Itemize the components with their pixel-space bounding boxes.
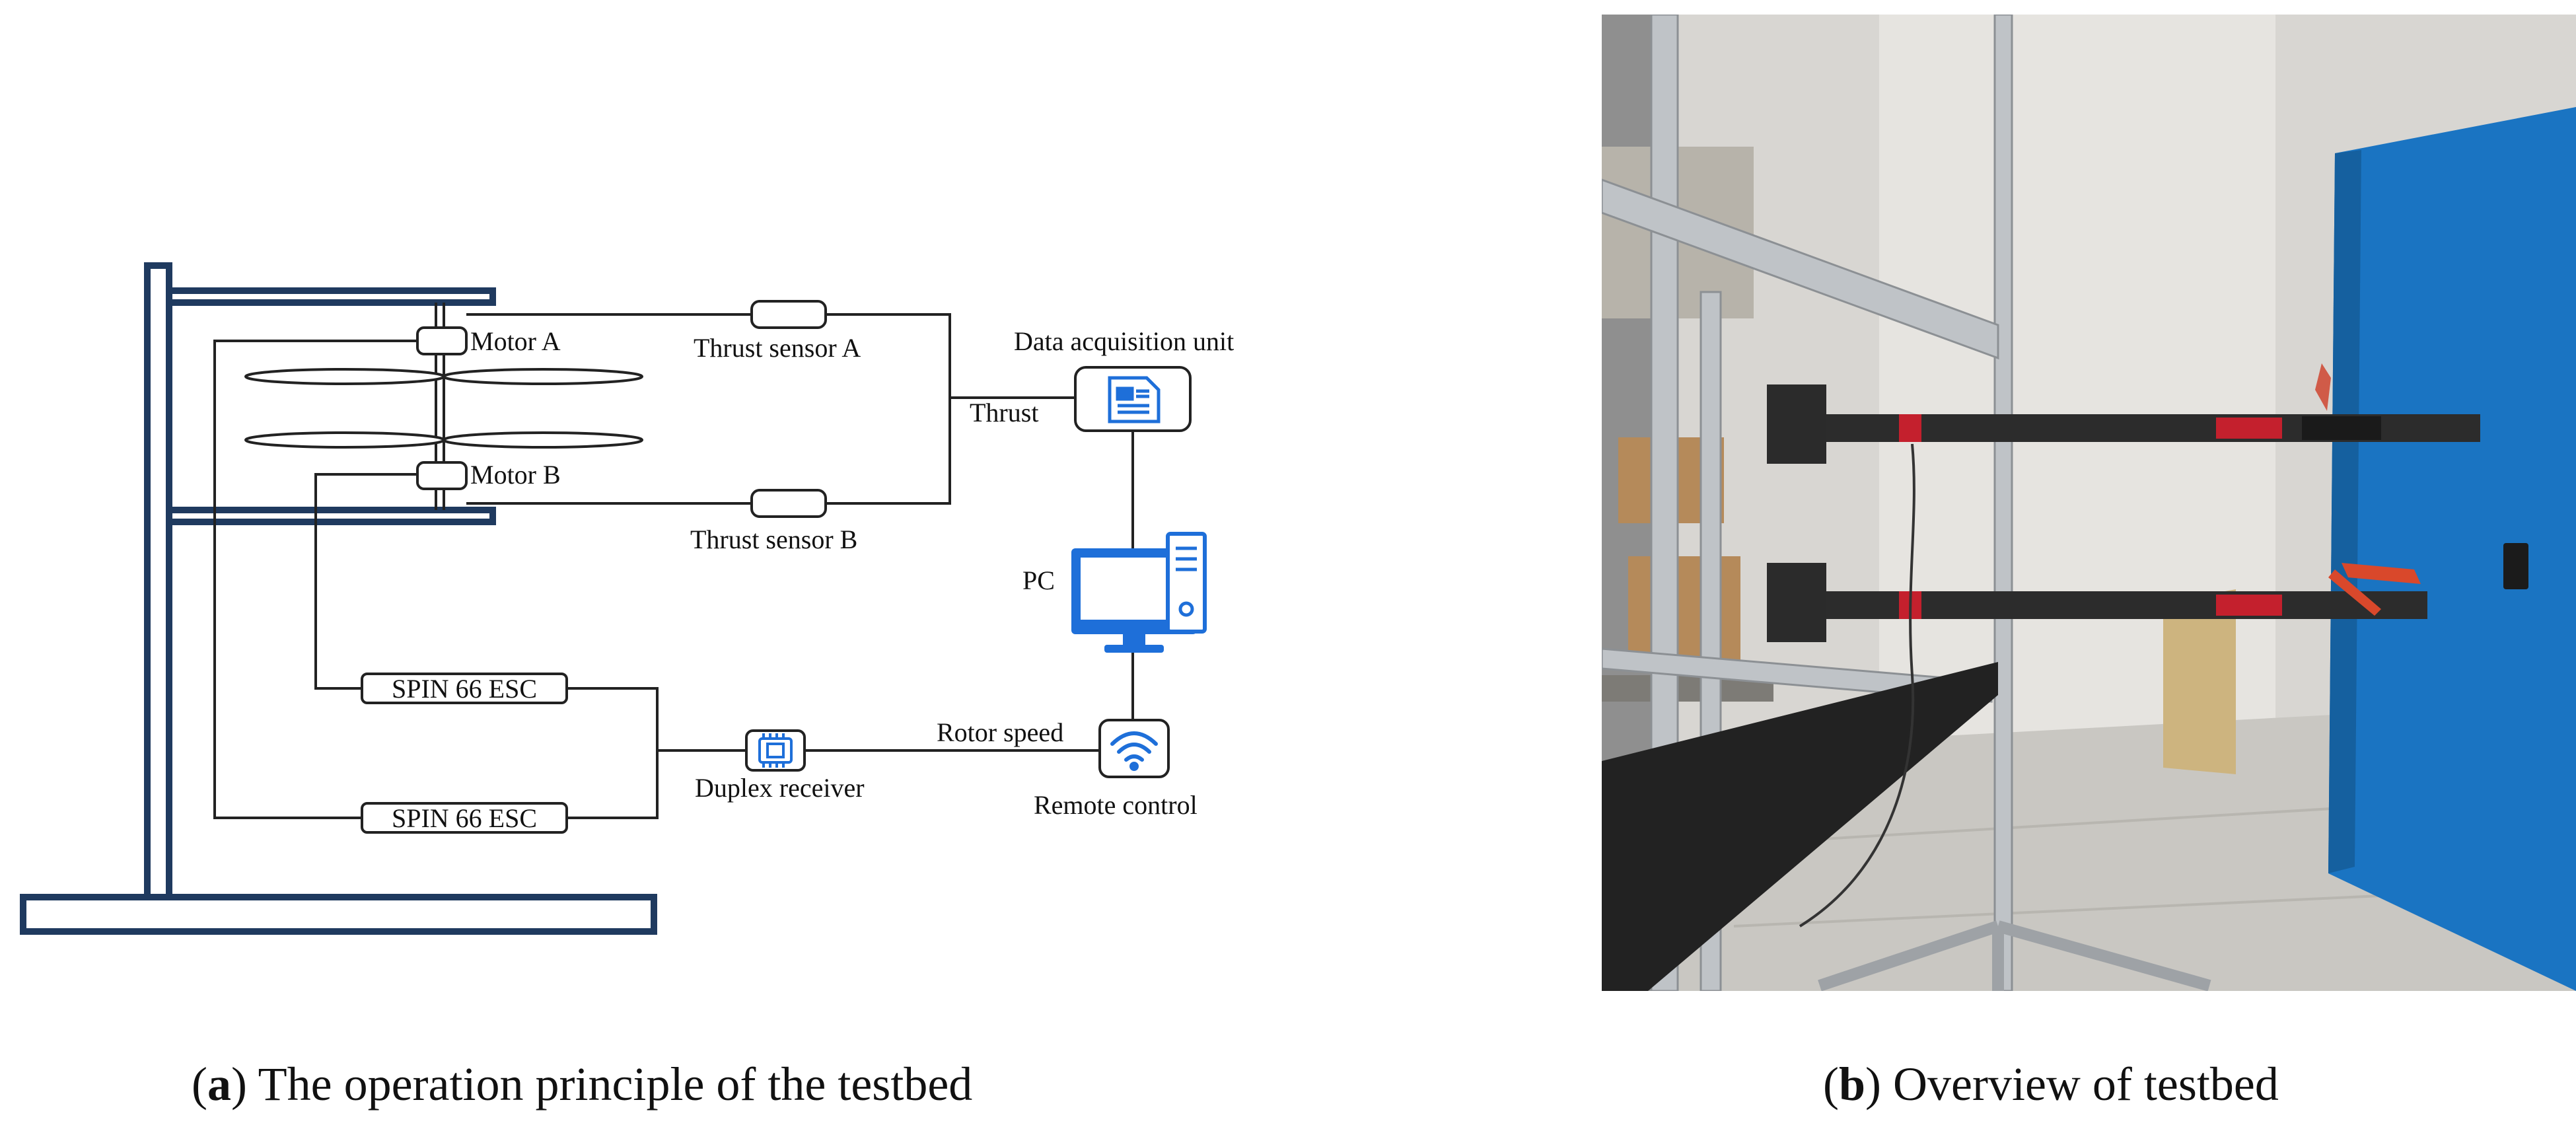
caption-b-letter: b xyxy=(1838,1058,1866,1111)
test-frame xyxy=(20,262,657,935)
thrust-sensor-b xyxy=(750,489,827,518)
frame-base xyxy=(20,894,657,935)
testbed-photo xyxy=(1602,15,2576,991)
pc-label: PC xyxy=(1022,566,1055,595)
thrust-label: Thrust xyxy=(970,398,1038,427)
motor-b-label: Motor B xyxy=(470,460,561,490)
daq-label: Data acquisition unit xyxy=(1014,326,1234,356)
propeller-b xyxy=(244,431,643,449)
esc-bottom-box xyxy=(361,802,568,834)
wifi-icon xyxy=(1110,731,1158,771)
wiring xyxy=(213,313,1134,819)
document-icon xyxy=(1108,376,1161,423)
duplex-receiver-box xyxy=(745,729,806,772)
frame-upper-arm xyxy=(166,287,496,306)
caption-a-letter: a xyxy=(207,1058,231,1111)
chip-icon xyxy=(758,733,793,768)
caption-b-text: ) Overview of testbed xyxy=(1865,1058,2279,1111)
duplex-receiver-label: Duplex receiver xyxy=(695,773,865,803)
propeller-a xyxy=(244,368,643,385)
thrust-sensor-a xyxy=(750,300,827,329)
esc-bottom-label: SPIN 66 ESC xyxy=(392,803,537,833)
esc-top-label: SPIN 66 ESC xyxy=(392,674,537,704)
motor-a xyxy=(416,326,468,355)
rotor-speed-label: Rotor speed xyxy=(937,717,1063,747)
thrust-sensor-a-label: Thrust sensor A xyxy=(694,333,861,363)
caption-a: (a) The operation principle of the testb… xyxy=(192,1058,973,1111)
testbed-schematic: Motor A Motor B Thrust sensor A Thrust s… xyxy=(20,262,1234,935)
motor-a-label: Motor A xyxy=(470,326,561,356)
frame-lower-arm xyxy=(166,507,496,525)
remote-control-box xyxy=(1098,719,1170,778)
pc-tower-icon xyxy=(1166,532,1207,634)
esc-top-box xyxy=(361,673,568,704)
caption-a-text: ) The operation principle of the testbed xyxy=(231,1058,973,1111)
caption-b: (b) Overview of testbed xyxy=(1823,1058,2279,1111)
thrust-sensor-b-label: Thrust sensor B xyxy=(690,525,857,554)
remote-control-label: Remote control xyxy=(1034,790,1198,820)
motor-b xyxy=(416,461,468,490)
frame-post xyxy=(144,262,172,900)
daq-box xyxy=(1074,366,1192,432)
